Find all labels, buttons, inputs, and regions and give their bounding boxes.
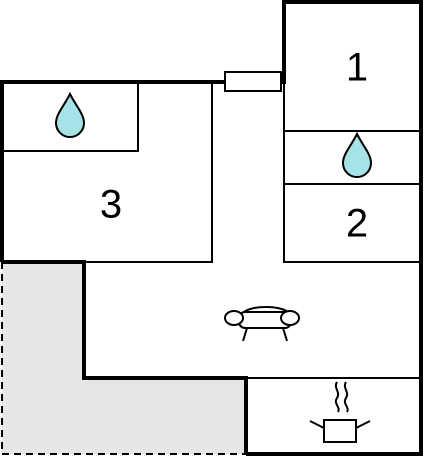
wall-room3-right [84,84,213,263]
wall-bathroom-left [4,84,139,152]
terrace-area [1,262,246,455]
wall-right-column [283,82,420,263]
room-label-bedroom-3: 3 [100,183,122,227]
terrace-fill [2,262,246,454]
interior-walls [4,82,420,379]
room-label-bedroom-1: 1 [346,46,368,90]
cooking-pot-icon [309,381,371,443]
wall-outline-right [246,0,423,456]
wall-outline-inner-corner [2,260,248,454]
water-drop-icon [341,131,373,178]
wall-outline-main [0,80,228,262]
window-icon [224,71,282,92]
sofa-icon [224,306,300,342]
terrace-dashed-border [1,262,246,455]
water-drop-icon [54,91,86,138]
room-label-bedroom-2: 2 [346,202,368,246]
